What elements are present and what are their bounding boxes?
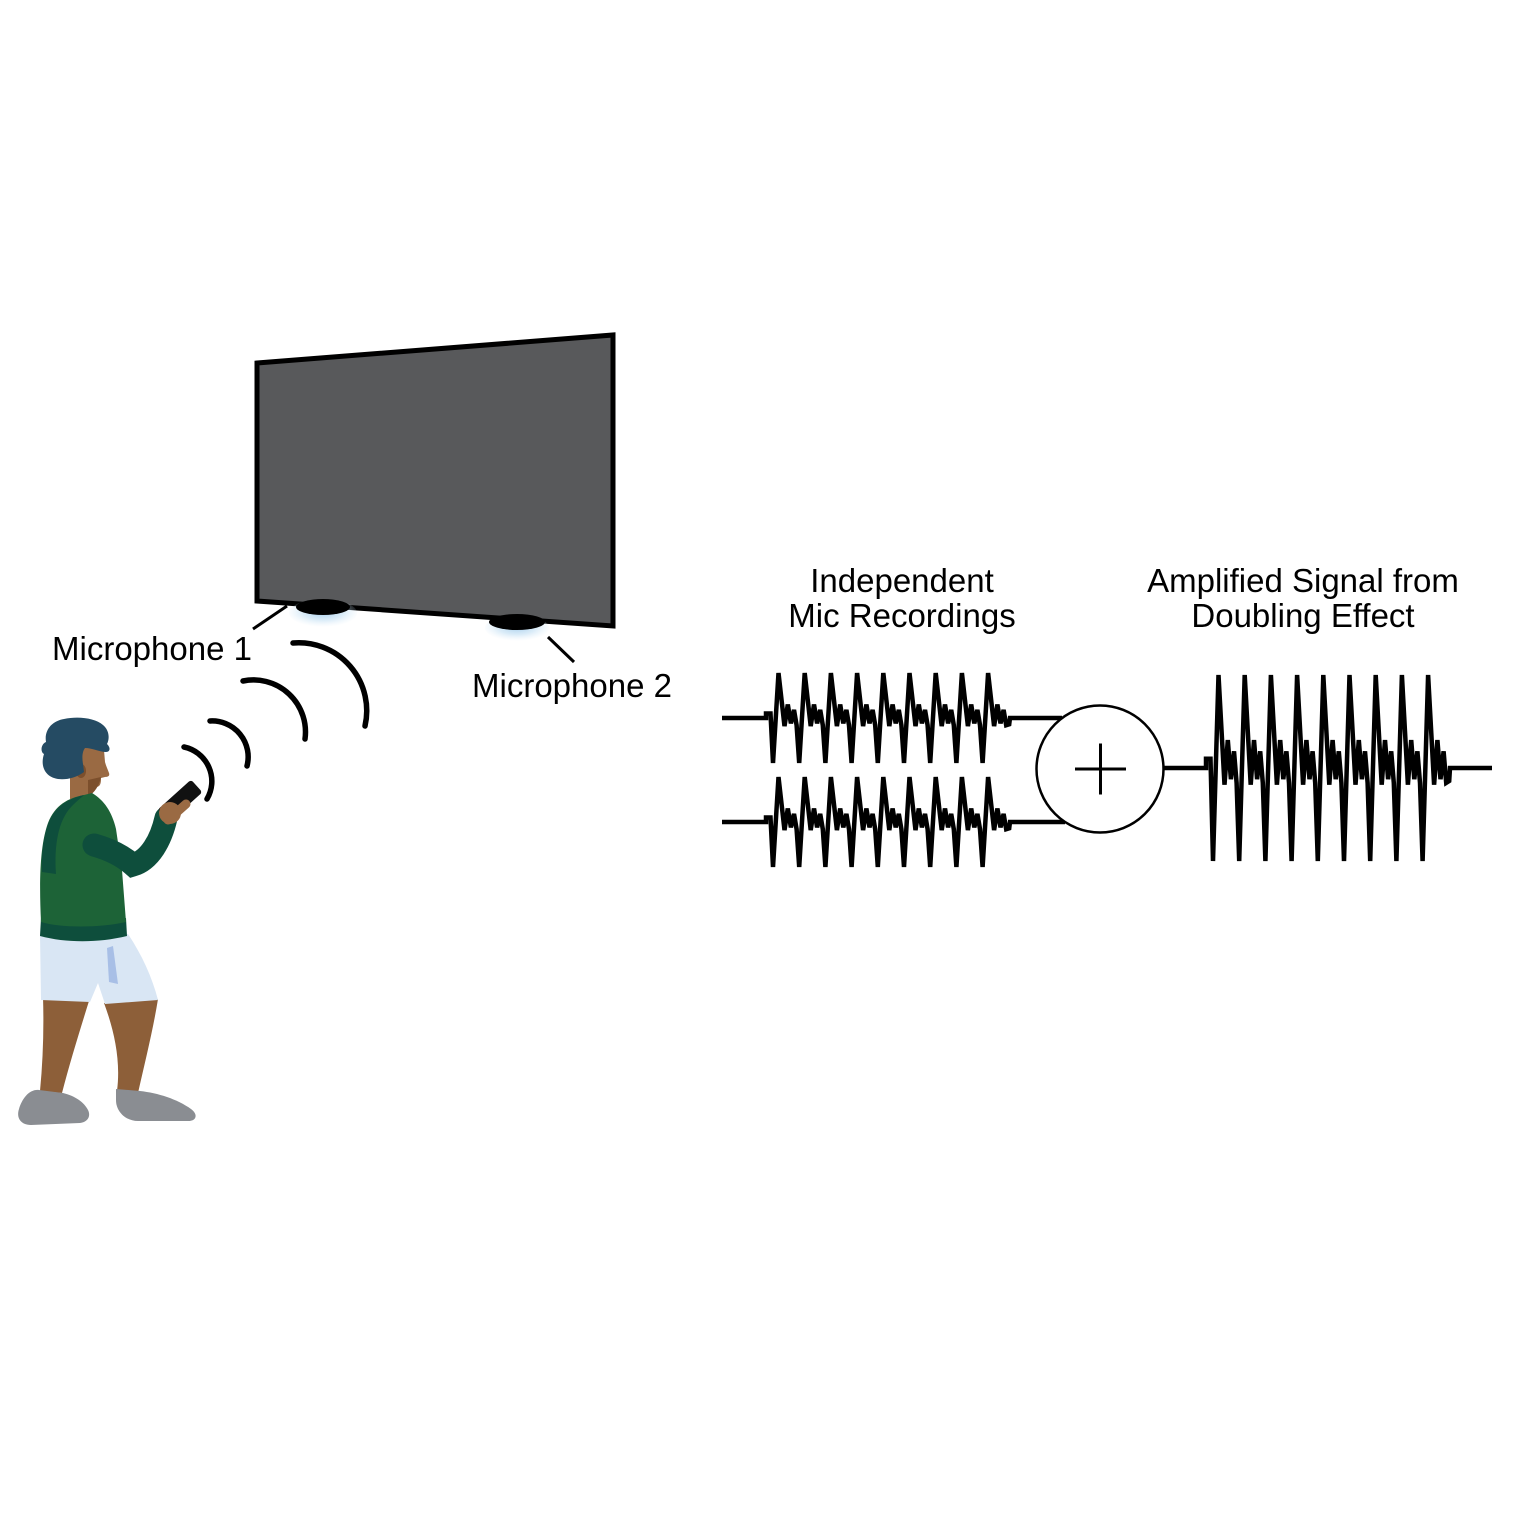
microphone-2-puck bbox=[489, 614, 545, 630]
tv-screen bbox=[254, 332, 616, 629]
title-independent-mic-recordings: Independent Mic Recordings bbox=[788, 562, 1015, 634]
person-front-shoe bbox=[18, 1089, 90, 1125]
title-right-line2: Doubling Effect bbox=[1191, 597, 1414, 634]
title-left-line2: Mic Recordings bbox=[788, 597, 1015, 634]
sound-wave-arc-1 bbox=[181, 744, 215, 802]
person-back-leg bbox=[104, 999, 158, 1093]
mic1-waveform bbox=[722, 672, 1062, 764]
microphone-2-label: Microphone 2 bbox=[472, 667, 672, 704]
person-hood-drape bbox=[41, 795, 84, 874]
person-neck-shadow bbox=[88, 777, 101, 797]
person-hair bbox=[41, 717, 110, 780]
sound-wave-arcs bbox=[181, 640, 370, 802]
plus-icon bbox=[1075, 743, 1126, 795]
sound-wave-arc-4 bbox=[290, 640, 370, 729]
person-fingers bbox=[163, 799, 191, 825]
output-waveform bbox=[1164, 674, 1492, 862]
person-shorts-crease bbox=[107, 946, 118, 984]
sound-wave-arc-3 bbox=[240, 677, 309, 742]
title-right-line1: Amplified Signal from bbox=[1147, 562, 1459, 599]
sound-wave-arc-2 bbox=[207, 718, 251, 769]
microphone-1-puck bbox=[296, 599, 350, 615]
title-amplified-signal: Amplified Signal from Doubling Effect bbox=[1147, 562, 1459, 634]
person-front-leg bbox=[40, 997, 89, 1093]
person-shorts bbox=[40, 934, 158, 1004]
person-hoodie bbox=[40, 793, 126, 927]
microphone-2-pointer-line bbox=[546, 635, 576, 664]
person-arm bbox=[82, 806, 178, 878]
microphone-1-pointer-line bbox=[252, 604, 288, 631]
title-left-line1: Independent bbox=[810, 562, 994, 599]
person bbox=[18, 717, 202, 1125]
person-back-shoe bbox=[116, 1089, 196, 1121]
mic2-waveform bbox=[722, 776, 1065, 868]
microphone-1-label: Microphone 1 bbox=[52, 630, 252, 667]
